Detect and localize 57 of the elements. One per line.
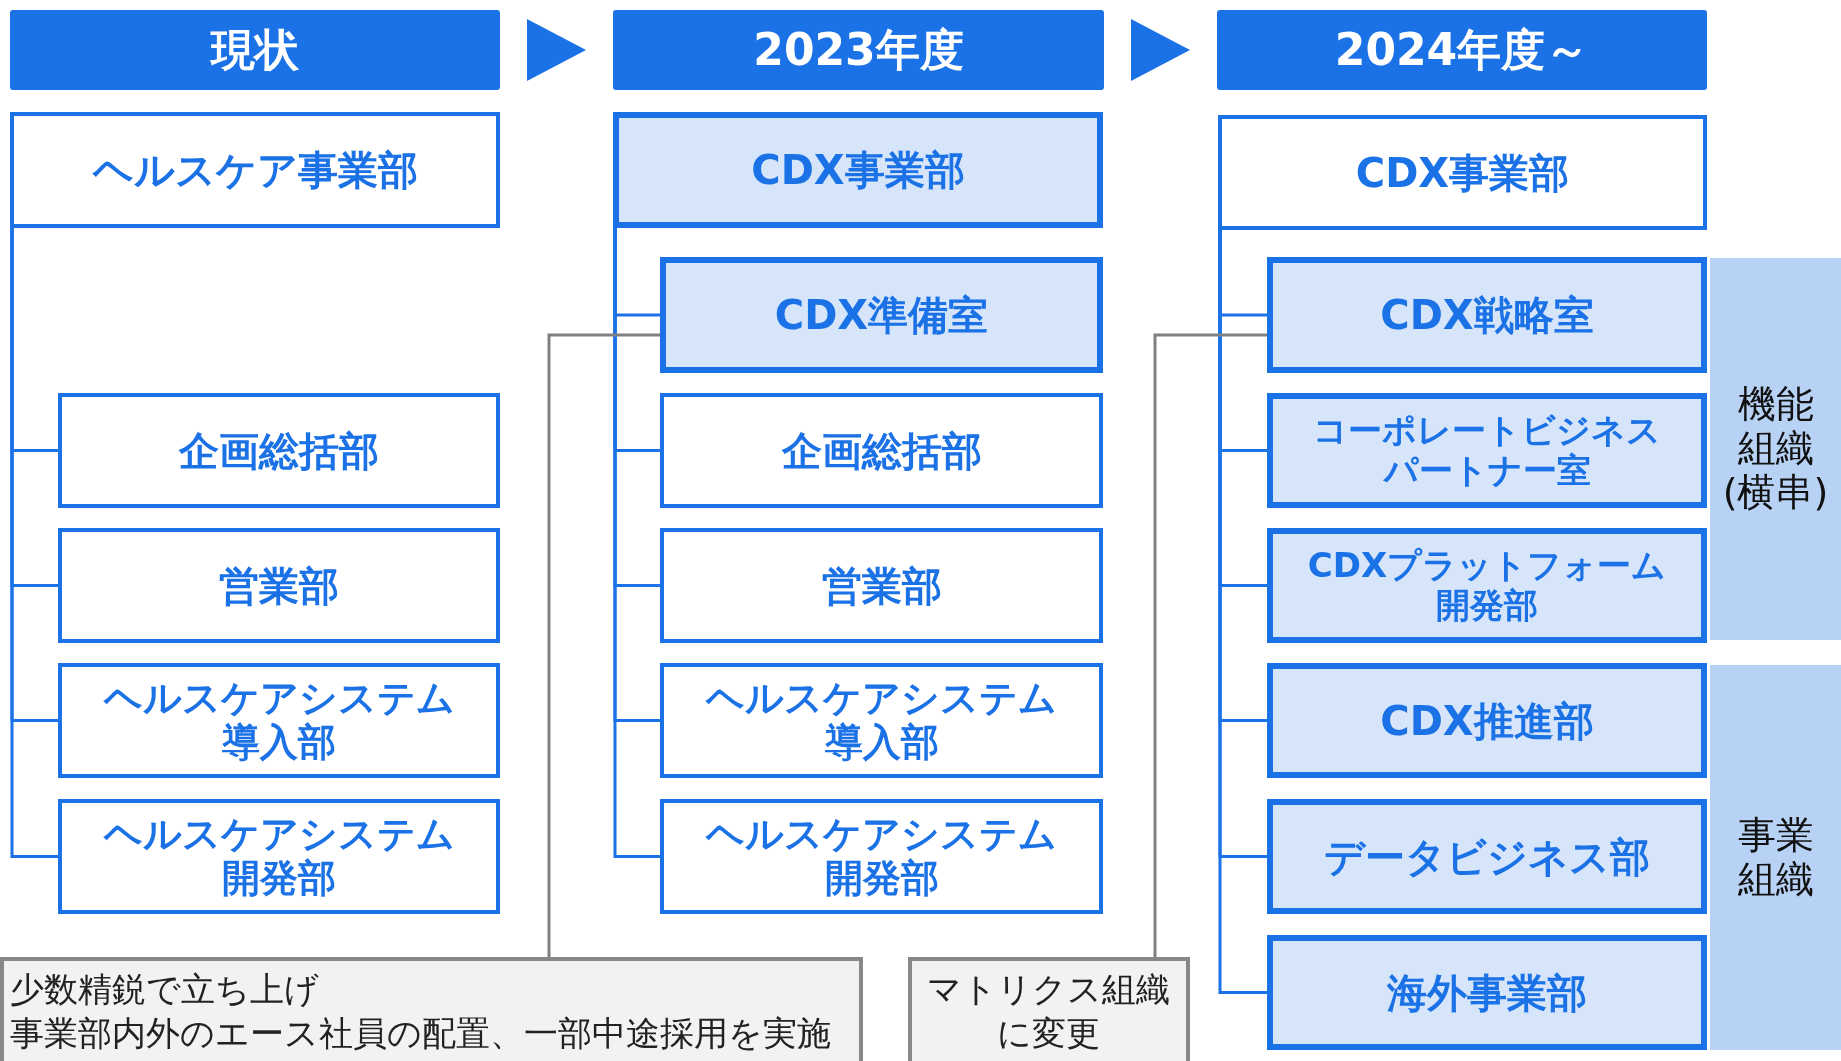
label-text: コーポレートビジネスパートナー室 xyxy=(1312,411,1662,490)
department-box xyxy=(660,663,1103,778)
note-text: 少数精鋭で立ち上げ xyxy=(10,968,319,1011)
leader-line xyxy=(547,333,660,957)
label-text: データビジネス部 xyxy=(1324,833,1650,880)
department-box xyxy=(660,799,1103,914)
label-text: CDX戦略室 xyxy=(1380,292,1594,338)
label-text: CDXプラットフォーム開発部 xyxy=(1306,546,1668,625)
label-text: 海外事業部 xyxy=(1387,969,1587,1016)
label-text: CDX準備室 xyxy=(774,292,989,338)
department-box xyxy=(613,112,1103,228)
department-box xyxy=(10,112,500,228)
label-text: ヘルスケアシステム導入部 xyxy=(102,676,456,765)
group-band xyxy=(1710,665,1841,1050)
label-text: 企画総括部 xyxy=(179,427,379,474)
label-text: ヘルスケア事業部 xyxy=(92,147,418,193)
connector-line xyxy=(613,228,660,858)
department-box xyxy=(1218,115,1707,230)
note-text: 事業部内外のエース社員の配置、一部中途採用を実施 xyxy=(10,1012,831,1056)
label-text: 事業組織 xyxy=(1736,813,1815,902)
label-text: 2024年度～ xyxy=(1334,24,1590,76)
label-text: CDX事業部 xyxy=(1355,149,1570,196)
label-text: ヘルスケアシステム開発部 xyxy=(704,812,1058,901)
department-box xyxy=(58,799,500,914)
label-text: ヘルスケアシステム開発部 xyxy=(102,812,456,901)
leader-line xyxy=(1153,333,1267,957)
department-box xyxy=(1267,393,1707,508)
department-box xyxy=(58,663,500,778)
label-text: 機能組織(横串) xyxy=(1721,383,1830,515)
department-box xyxy=(1267,663,1707,778)
label-text: 2023年度 xyxy=(753,24,964,76)
department-box xyxy=(1267,257,1707,373)
label-text: 企画総括部 xyxy=(781,427,982,474)
department-box xyxy=(1267,528,1707,643)
department-box xyxy=(660,393,1103,508)
department-box xyxy=(58,528,500,643)
department-box xyxy=(1267,935,1707,1050)
note-box xyxy=(908,957,1190,1061)
phase-header xyxy=(613,10,1104,90)
label-text: 営業部 xyxy=(821,562,942,609)
department-box xyxy=(1267,799,1707,914)
label-text: ヘルスケアシステム導入部 xyxy=(704,676,1058,765)
label-text: CDX推進部 xyxy=(1380,697,1594,744)
label-text: CDX事業部 xyxy=(751,147,965,193)
phase-header xyxy=(1217,10,1707,90)
label-text: 現状 xyxy=(211,24,299,76)
department-box xyxy=(660,528,1103,643)
chevron-arrow xyxy=(1131,19,1190,81)
department-box xyxy=(660,257,1103,373)
connector-line xyxy=(10,228,58,858)
department-box xyxy=(58,393,500,508)
chevron-arrow xyxy=(527,19,586,81)
group-band xyxy=(1710,258,1841,640)
label-text: 営業部 xyxy=(219,562,339,609)
note-text: マトリクス組織に変更 xyxy=(925,968,1171,1056)
note-box xyxy=(0,957,863,1061)
phase-header xyxy=(10,10,500,90)
